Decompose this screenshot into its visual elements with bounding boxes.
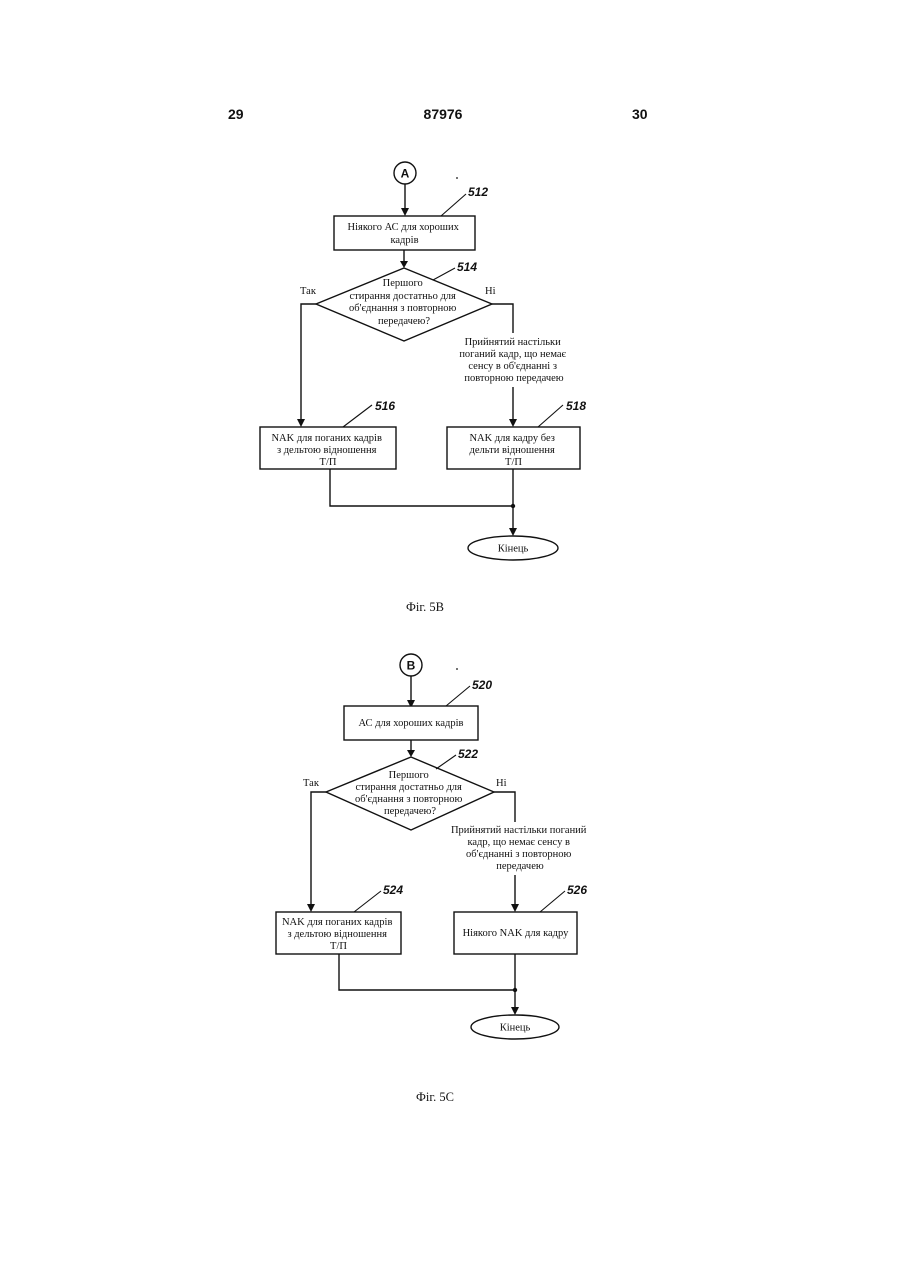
connector-b-label: B bbox=[407, 659, 416, 673]
no-branch-note-5c: Прийнятий настільки поганий кадр, що нем… bbox=[451, 825, 589, 872]
caption-fig-5b: Фіг. 5В bbox=[406, 600, 444, 614]
leader-520 bbox=[446, 686, 470, 706]
left-page-number: 29 bbox=[228, 106, 244, 122]
ref-522: 522 bbox=[458, 747, 478, 761]
leader-512 bbox=[441, 194, 466, 216]
leader-516 bbox=[343, 405, 372, 427]
ref-514: 514 bbox=[457, 260, 477, 274]
speck bbox=[456, 177, 458, 179]
arrowhead bbox=[401, 208, 409, 216]
speck bbox=[456, 668, 458, 670]
connector-a-label: A bbox=[401, 167, 410, 181]
leader-522 bbox=[436, 755, 456, 769]
right-page-number: 30 bbox=[632, 106, 648, 122]
no-label-5b: Ні bbox=[485, 286, 496, 297]
arrowhead bbox=[407, 750, 415, 757]
no-branch-line-5c bbox=[494, 792, 515, 822]
leader-526 bbox=[540, 891, 565, 912]
caption-fig-5c: Фіг. 5С bbox=[416, 1090, 454, 1104]
ref-526: 526 bbox=[567, 883, 587, 897]
ref-524: 524 bbox=[383, 883, 403, 897]
yes-branch-line-5b bbox=[301, 304, 316, 420]
leader-518 bbox=[538, 405, 563, 427]
end-label-5b: Кінець bbox=[498, 544, 529, 555]
arrowhead bbox=[509, 419, 517, 427]
junction-dot-5b bbox=[511, 504, 515, 508]
arrowhead bbox=[511, 1007, 519, 1015]
figure-5c: B АС для хороших кадрів 520 Першого стир… bbox=[276, 654, 589, 1104]
arrowhead bbox=[297, 419, 305, 427]
merge-line-524-5c bbox=[339, 954, 515, 990]
box-520-text: АС для хороших кадрів bbox=[359, 718, 464, 729]
yes-branch-line-5c bbox=[311, 792, 326, 905]
merge-line-516-5b bbox=[330, 469, 513, 506]
yes-label-5b: Так bbox=[300, 286, 317, 297]
arrowhead bbox=[400, 261, 408, 268]
end-label-5c: Кінець bbox=[500, 1023, 531, 1034]
ref-520: 520 bbox=[472, 678, 492, 692]
ref-518: 518 bbox=[566, 399, 586, 413]
leader-524 bbox=[354, 891, 381, 912]
no-branch-line-5b bbox=[492, 304, 513, 333]
leader-514 bbox=[433, 268, 455, 280]
no-branch-note-5b: Прийнятий настільки поганий кадр, що нем… bbox=[459, 337, 568, 384]
ref-516: 516 bbox=[375, 399, 395, 413]
yes-label-5c: Так bbox=[303, 778, 320, 789]
box-526-text: Ніякого NAK для кадру bbox=[463, 928, 570, 939]
ref-512: 512 bbox=[468, 185, 488, 199]
no-label-5c: Ні bbox=[496, 778, 507, 789]
arrowhead bbox=[509, 528, 517, 536]
junction-dot-5c bbox=[513, 988, 517, 992]
arrowhead bbox=[307, 904, 315, 912]
document-number: 87976 bbox=[424, 106, 463, 122]
figure-5b: A Ніякого АС для хороших кадрів 512 Перш… bbox=[260, 162, 586, 614]
arrowhead bbox=[511, 904, 519, 912]
